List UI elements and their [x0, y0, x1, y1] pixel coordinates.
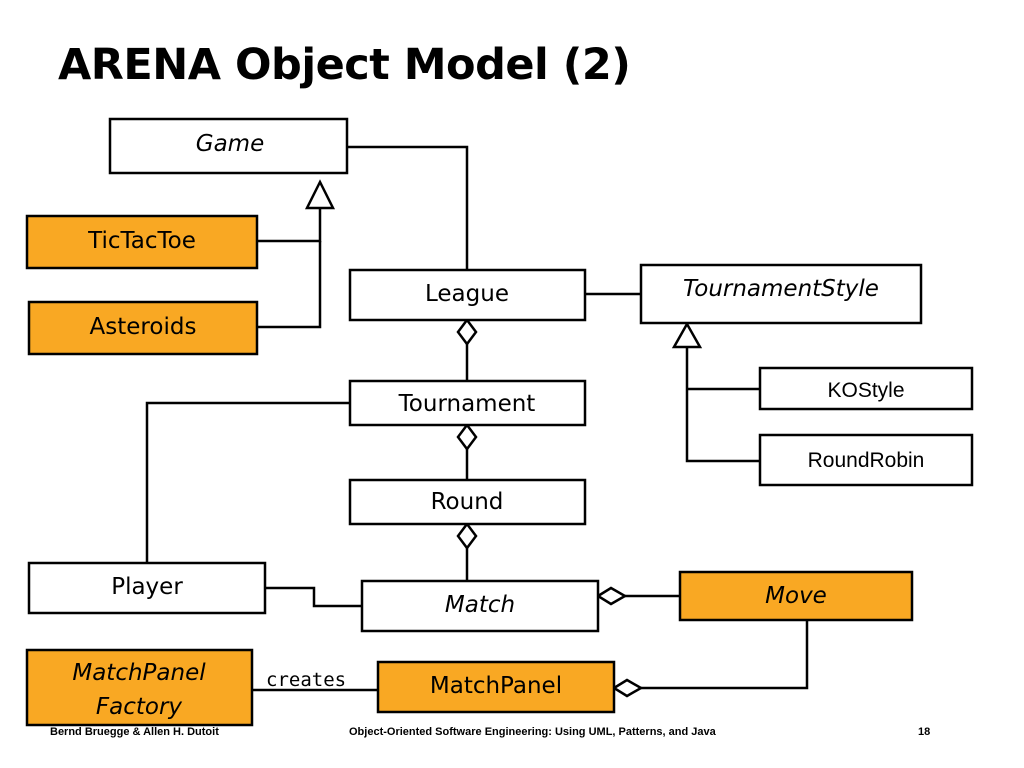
class-matchpanel-label: MatchPanel — [430, 673, 562, 699]
footer-authors: Bernd Bruegge & Allen H. Dutoit — [50, 726, 219, 738]
edge-player-match — [265, 586, 362, 608]
class-tournament: Tournament — [348, 379, 587, 427]
class-tictactoe: TicTacToe — [25, 214, 259, 270]
class-league-label: League — [425, 281, 509, 307]
edge-asteroids-game — [257, 241, 322, 329]
class-game-label: Game — [196, 131, 264, 157]
class-player: Player — [27, 561, 267, 615]
class-matchpanel-factory-label-line1: MatchPanel — [72, 660, 206, 686]
class-move: Move — [678, 570, 914, 622]
edge-game-league — [347, 145, 469, 270]
footer-page-number: 18 — [918, 726, 931, 738]
slide-title: ARENA Object Model (2) — [58, 40, 631, 90]
footer-course: Object-Oriented Software Engineering: Us… — [349, 726, 716, 738]
edge-generalization-game — [257, 208, 322, 243]
edge-generalization-tournamentstyle — [685, 347, 760, 463]
aggregation-diamond-matchpanel — [611, 678, 644, 698]
class-tournament-label: Tournament — [398, 391, 536, 417]
class-tournamentstyle-label: TournamentStyle — [683, 276, 879, 302]
class-game: Game — [108, 117, 349, 175]
class-kostyle: KOStyle — [758, 366, 974, 411]
edges — [145, 145, 809, 692]
class-match: Match — [360, 579, 600, 633]
aggregation-diamond-round — [456, 521, 478, 551]
class-kostyle-label: KOStyle — [827, 379, 904, 402]
class-roundrobin-label: RoundRobin — [808, 449, 925, 472]
edge-tournament-player — [145, 401, 350, 563]
class-round: Round — [348, 478, 587, 526]
class-match-label: Match — [445, 592, 515, 618]
class-matchpanel-factory-label-line2: Factory — [96, 694, 183, 720]
generalization-triangle-tournamentstyle — [671, 321, 703, 349]
class-asteroids: Asteroids — [27, 300, 259, 356]
class-matchpanel-factory: MatchPanel Factory — [25, 648, 254, 727]
class-league: League — [348, 268, 587, 322]
aggregation-diamond-tournament — [456, 422, 478, 452]
class-move-label: Move — [765, 583, 827, 609]
generalization-triangle-game — [304, 179, 336, 210]
class-tictactoe-label: TicTacToe — [87, 228, 196, 254]
aggregation-diamond-match — [595, 586, 628, 606]
class-round-label: Round — [431, 489, 504, 515]
class-player-label: Player — [111, 574, 183, 600]
creates-label: creates — [266, 669, 346, 691]
class-asteroids-label: Asteroids — [90, 314, 197, 340]
edge-move-matchpanel — [641, 620, 809, 690]
class-roundrobin: RoundRobin — [758, 433, 974, 487]
class-matchpanel: MatchPanel — [376, 660, 616, 714]
class-tournamentstyle: TournamentStyle — [639, 263, 923, 325]
aggregation-diamond-league — [456, 317, 478, 347]
